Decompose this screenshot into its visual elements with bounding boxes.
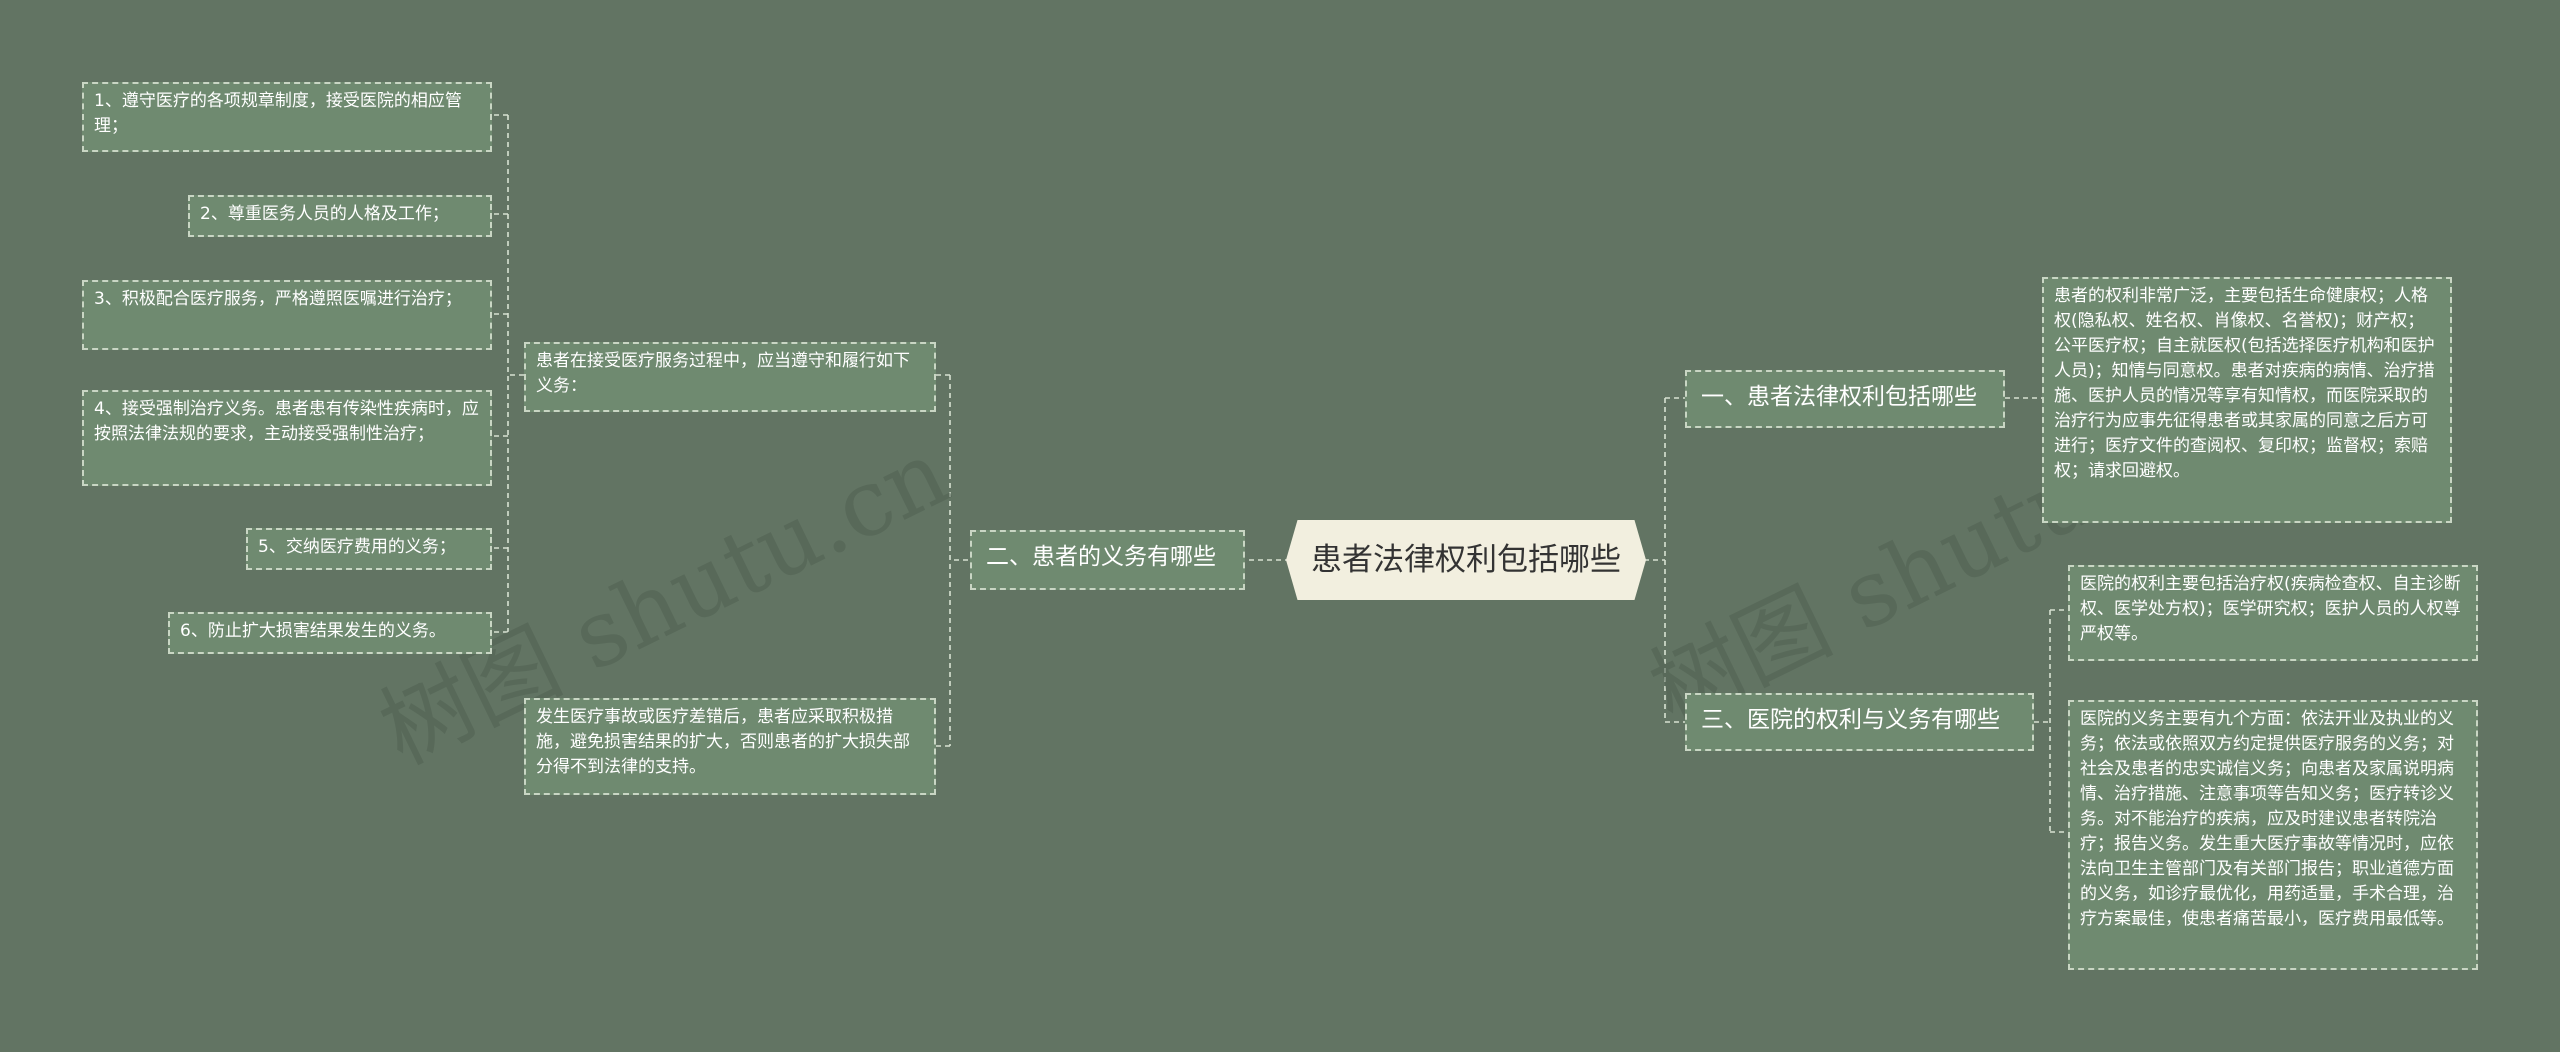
- obligation-item-2[interactable]: 2、尊重医务人员的人格及工作；: [188, 195, 492, 237]
- branch-hospital-rights-obligations[interactable]: 三、医院的权利与义务有哪些: [1685, 693, 2034, 751]
- obligation-item-6[interactable]: 6、防止扩大损害结果发生的义务。: [168, 612, 492, 654]
- obligation-item-1[interactable]: 1、遵守医疗的各项规章制度，接受医院的相应管理；: [82, 82, 492, 152]
- obligation-item-3[interactable]: 3、积极配合医疗服务，严格遵照医嘱进行治疗；: [82, 280, 492, 350]
- obligation-item-5[interactable]: 5、交纳医疗费用的义务；: [246, 528, 492, 570]
- obligation-item-4[interactable]: 4、接受强制治疗义务。患者患有传染性疾病时，应按照法律法规的要求，主动接受强制性…: [82, 390, 492, 486]
- hospital-obligations-detail[interactable]: 医院的义务主要有九个方面：依法开业及执业的义务；依法或依照双方约定提供医疗服务的…: [2068, 700, 2478, 970]
- link-hospital: [2034, 609, 2068, 833]
- hospital-rights-detail[interactable]: 医院的权利主要包括治疗权(疾病检查权、自主诊断权、医学处方权)；医学研究权；医护…: [2068, 565, 2478, 661]
- link-left-branch: [935, 374, 968, 747]
- branch-patient-rights[interactable]: 一、患者法律权利包括哪些: [1685, 370, 2005, 428]
- link-obligations: [492, 114, 524, 633]
- patient-rights-detail[interactable]: 患者的权利非常广泛，主要包括生命健康权；人格权(隐私权、姓名权、肖像权、名誉权)…: [2042, 277, 2452, 523]
- obligations-intro[interactable]: 患者在接受医疗服务过程中，应当遵守和履行如下义务：: [524, 342, 936, 412]
- root-topic[interactable]: 患者法律权利包括哪些: [1286, 520, 1646, 600]
- branch-patient-obligations[interactable]: 二、患者的义务有哪些: [970, 530, 1245, 590]
- obligations-accident[interactable]: 发生医疗事故或医疗差错后，患者应采取积极措施，避免损害结果的扩大，否则患者的扩大…: [524, 698, 936, 795]
- link-root-right: [1644, 397, 1685, 723]
